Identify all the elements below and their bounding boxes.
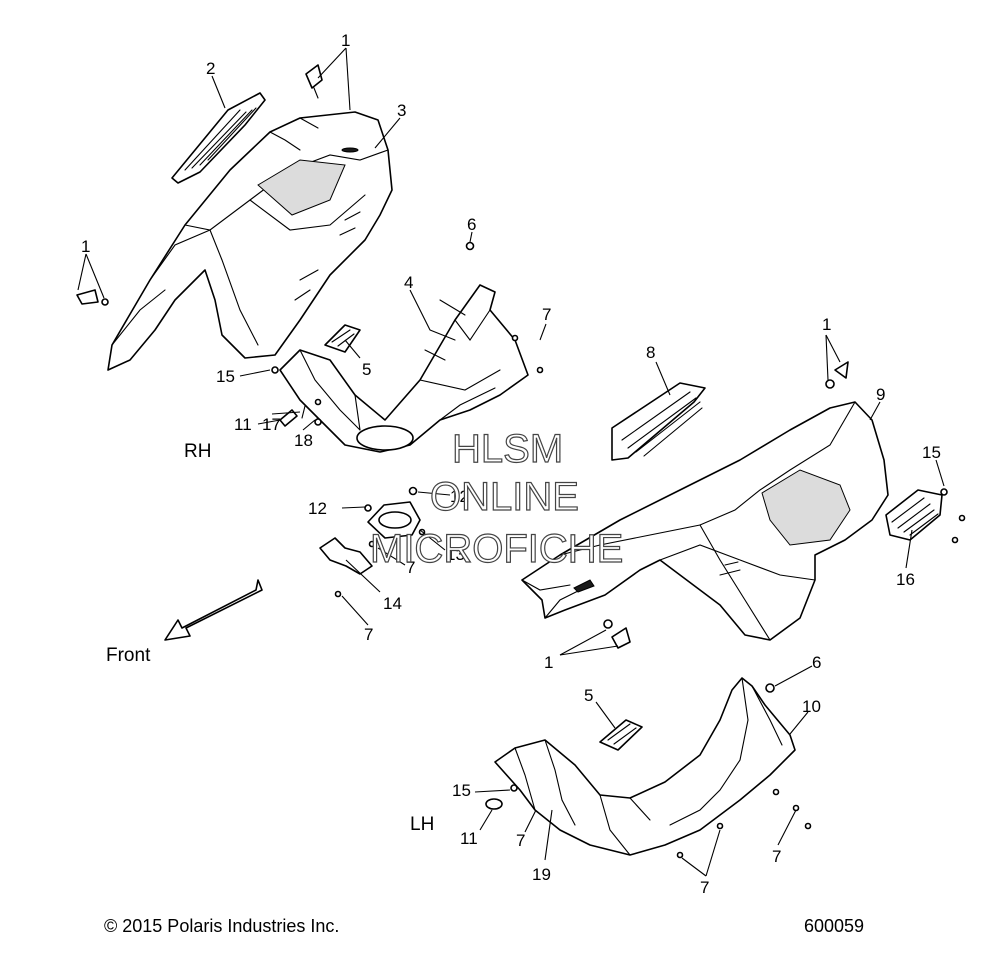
vent-grille-lh xyxy=(611,382,706,461)
callout-12: 12 xyxy=(450,487,469,506)
callout-6: 6 xyxy=(812,653,821,672)
callout-1: 1 xyxy=(544,653,553,672)
plug-11-lh xyxy=(485,798,503,810)
latch-5-rh xyxy=(324,324,361,353)
callout-19: 19 xyxy=(532,865,551,884)
callout-5: 5 xyxy=(362,360,371,379)
callout-7: 7 xyxy=(700,878,709,897)
diagram-number: 600059 xyxy=(804,916,864,936)
callout-7: 7 xyxy=(772,847,781,866)
watermark: HLSM ONLINE MICROFICHE xyxy=(369,426,624,571)
callout-6: 6 xyxy=(467,215,476,234)
callout-2: 2 xyxy=(206,59,215,78)
rh-side-panel xyxy=(107,111,393,371)
callout-15: 15 xyxy=(922,443,941,462)
callout-10: 10 xyxy=(802,697,821,716)
callout-3: 3 xyxy=(397,101,406,120)
front-arrow-icon xyxy=(164,579,263,641)
screw-17 xyxy=(301,405,306,419)
callout-15: 15 xyxy=(216,367,235,386)
fastener-1-bottom xyxy=(611,627,631,649)
callout-15: 15 xyxy=(452,781,471,800)
watermark-line-1: HLSM xyxy=(452,427,563,471)
callout-1: 1 xyxy=(341,31,350,50)
watermark-line-2: ONLINE xyxy=(430,475,579,519)
callout-8: 8 xyxy=(646,343,655,362)
lh-side-panel xyxy=(521,401,889,641)
callout-7: 7 xyxy=(406,558,415,577)
callout-9: 9 xyxy=(876,385,885,404)
callout-1: 1 xyxy=(822,315,831,334)
callout-11: 11 xyxy=(234,415,252,434)
callout-7: 7 xyxy=(542,305,551,324)
vent-grille-16 xyxy=(885,489,943,541)
fasteners xyxy=(271,241,966,859)
callout-7: 7 xyxy=(516,831,525,850)
watermark-line-3: MICROFICHE xyxy=(370,527,623,571)
callout-7: 7 xyxy=(364,625,373,644)
latch-5-lh xyxy=(599,719,643,751)
vent-grille-rh xyxy=(171,92,266,184)
callout-18: 18 xyxy=(294,431,313,450)
lh-lower-panel xyxy=(494,677,796,856)
fastener-1-right xyxy=(834,361,849,379)
callout-11: 11 xyxy=(460,829,478,848)
copyright-text: © 2015 Polaris Industries Inc. xyxy=(104,916,339,936)
callout-5: 5 xyxy=(584,686,593,705)
callout-16: 16 xyxy=(896,570,915,589)
callout-numbers: 1 2 3 1 6 4 7 5 15 11 17 18 12 12 13 7 1… xyxy=(81,31,941,897)
rh-label: RH xyxy=(184,441,211,462)
fastener-1-left xyxy=(76,289,109,306)
front-label: Front xyxy=(106,645,151,666)
callout-12: 12 xyxy=(308,499,327,518)
leader-lines xyxy=(77,47,945,877)
callout-17: 17 xyxy=(262,415,281,434)
bracket-14 xyxy=(319,537,373,575)
rh-lower-panel xyxy=(279,284,529,453)
bezel-13 xyxy=(367,501,421,539)
fastener-1-top xyxy=(305,64,323,99)
callout-4: 4 xyxy=(404,273,413,292)
callout-13: 13 xyxy=(446,545,465,564)
callout-14: 14 xyxy=(383,594,402,613)
callout-1: 1 xyxy=(81,237,90,256)
lh-label: LH xyxy=(410,814,434,835)
